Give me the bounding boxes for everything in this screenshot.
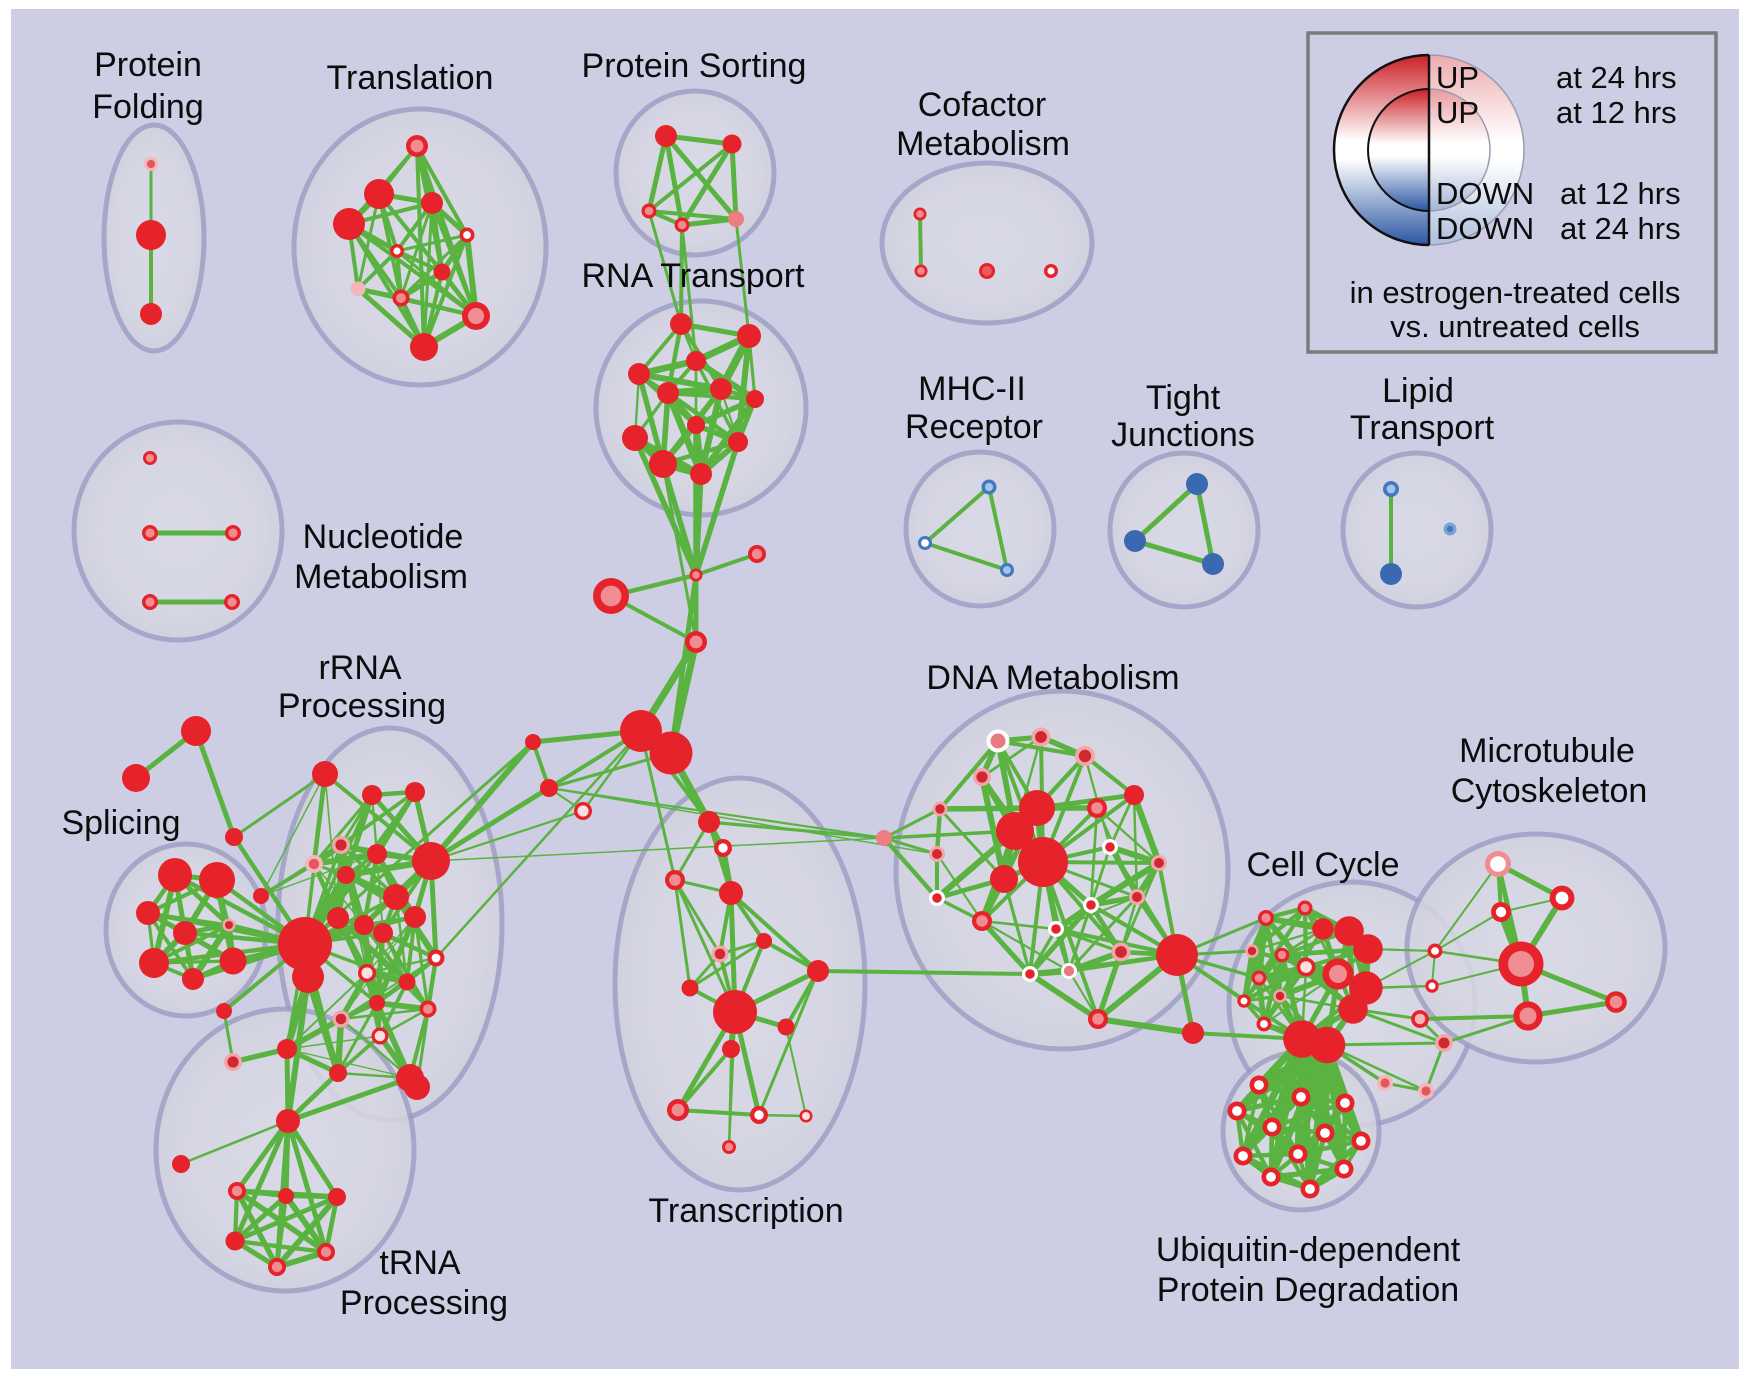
svg-text:Processing: Processing [278, 687, 446, 725]
svg-text:RNA Transport: RNA Transport [582, 257, 806, 295]
svg-text:in estrogen-treated cells: in estrogen-treated cells [1350, 275, 1681, 310]
svg-text:Metabolism: Metabolism [896, 125, 1070, 163]
svg-text:UP: UP [1436, 95, 1479, 130]
svg-text:Transport: Transport [1350, 409, 1495, 447]
svg-text:Cytoskeleton: Cytoskeleton [1451, 772, 1648, 810]
svg-text:Processing: Processing [340, 1284, 508, 1322]
svg-text:Protein Degradation: Protein Degradation [1157, 1271, 1459, 1309]
svg-text:Lipid: Lipid [1382, 372, 1454, 410]
svg-text:MHC-II: MHC-II [918, 370, 1026, 408]
svg-text:Metabolism: Metabolism [294, 558, 468, 596]
svg-text:Tight: Tight [1146, 379, 1221, 417]
svg-text:DOWN: DOWN [1436, 211, 1534, 246]
svg-text:Nucleotide: Nucleotide [303, 518, 464, 556]
svg-text:Cell Cycle: Cell Cycle [1246, 846, 1399, 884]
svg-text:Translation: Translation [327, 59, 494, 97]
svg-text:at 24 hrs: at 24 hrs [1560, 211, 1681, 246]
svg-text:Protein Sorting: Protein Sorting [582, 47, 807, 85]
svg-text:UP: UP [1436, 60, 1479, 95]
svg-text:Transcription: Transcription [648, 1192, 843, 1230]
svg-text:Ubiquitin-dependent: Ubiquitin-dependent [1156, 1231, 1461, 1269]
svg-text:Folding: Folding [92, 88, 204, 126]
svg-text:tRNA: tRNA [379, 1244, 461, 1282]
svg-text:Cofactor: Cofactor [918, 86, 1047, 124]
svg-text:DNA Metabolism: DNA Metabolism [926, 659, 1179, 697]
svg-text:Splicing: Splicing [61, 804, 180, 842]
svg-text:Microtubule: Microtubule [1459, 732, 1635, 770]
svg-text:rRNA: rRNA [318, 649, 401, 687]
svg-text:vs. untreated cells: vs. untreated cells [1390, 309, 1640, 344]
svg-text:at 12 hrs: at 12 hrs [1560, 176, 1681, 211]
svg-text:Junctions: Junctions [1111, 416, 1255, 454]
svg-text:at 24 hrs: at 24 hrs [1556, 60, 1677, 95]
svg-text:Protein: Protein [94, 46, 202, 84]
svg-text:at 12 hrs: at 12 hrs [1556, 95, 1677, 130]
svg-text:Receptor: Receptor [905, 408, 1043, 446]
svg-text:DOWN: DOWN [1436, 176, 1534, 211]
